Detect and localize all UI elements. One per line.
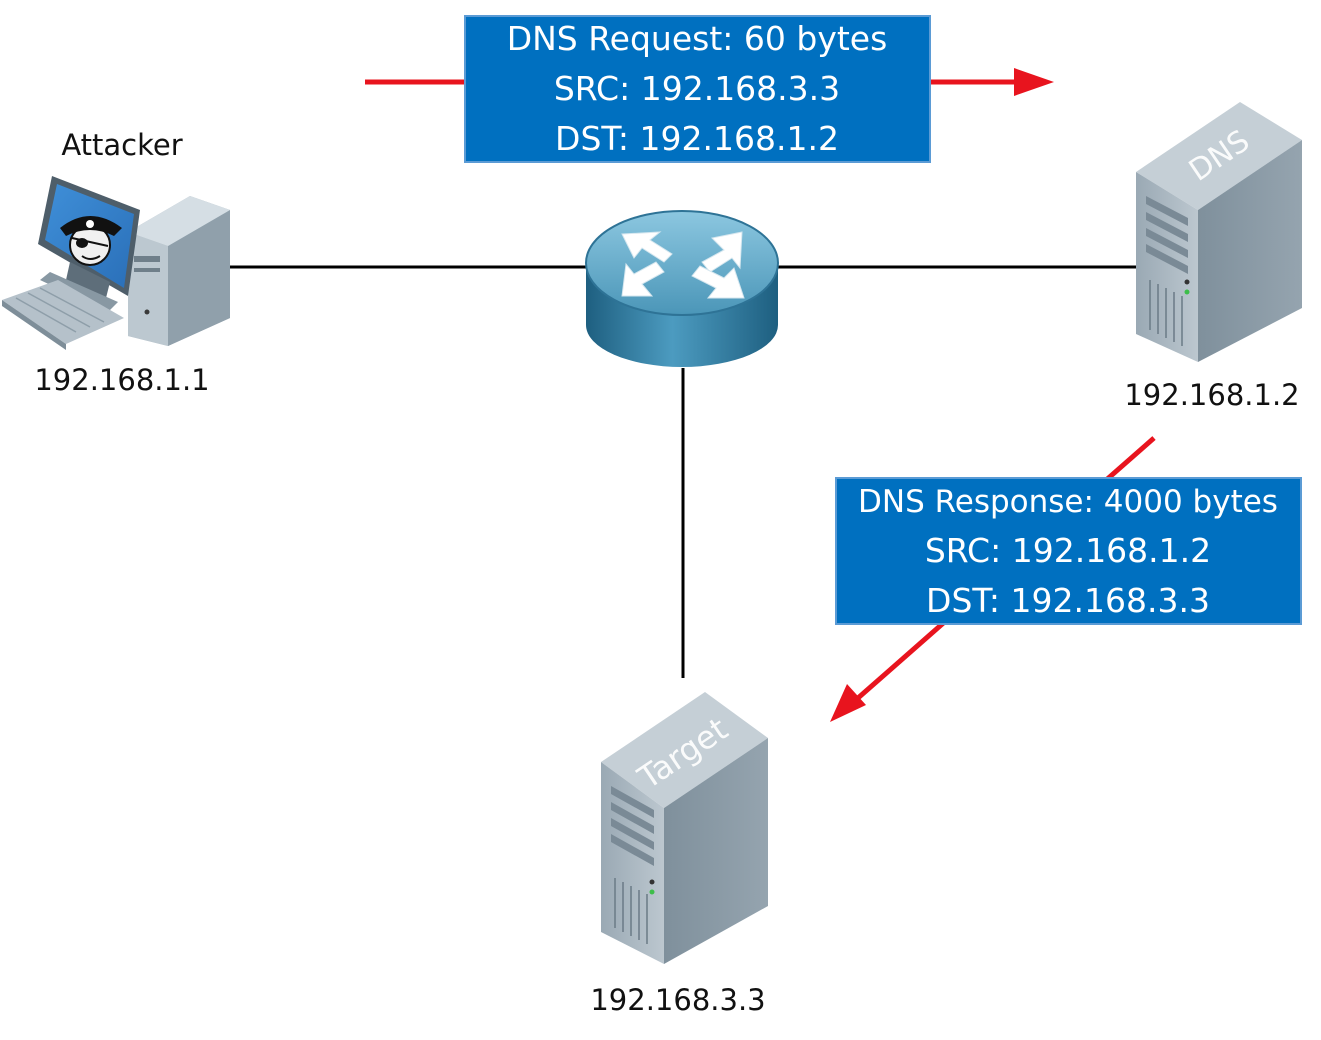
response-line-3: DST: 192.168.3.3 xyxy=(926,581,1210,620)
request-line-3: DST: 192.168.1.2 xyxy=(555,119,839,158)
response-line-2: SRC: 192.168.1.2 xyxy=(925,531,1211,570)
request-packet-box: DNS Request: 60 bytes SRC: 192.168.3.3 D… xyxy=(464,15,931,163)
attacker-pc-icon xyxy=(2,176,230,350)
response-line-1: DNS Response: 4000 bytes xyxy=(858,484,1278,520)
router-icon xyxy=(585,210,779,367)
dns-server-icon: DNS xyxy=(1136,102,1302,362)
attacker-ip: 192.168.1.1 xyxy=(34,363,209,397)
network-links xyxy=(230,265,1138,678)
attacker-label: Attacker xyxy=(61,128,182,162)
request-line-1: DNS Request: 60 bytes xyxy=(507,19,888,58)
dns-server-ip: 192.168.1.2 xyxy=(1124,378,1299,412)
target-server-ip: 192.168.3.3 xyxy=(590,983,765,1017)
request-line-2: SRC: 192.168.3.3 xyxy=(554,69,840,108)
response-packet-box: DNS Response: 4000 bytes SRC: 192.168.1.… xyxy=(835,477,1302,625)
target-server-icon: Target xyxy=(601,692,768,964)
